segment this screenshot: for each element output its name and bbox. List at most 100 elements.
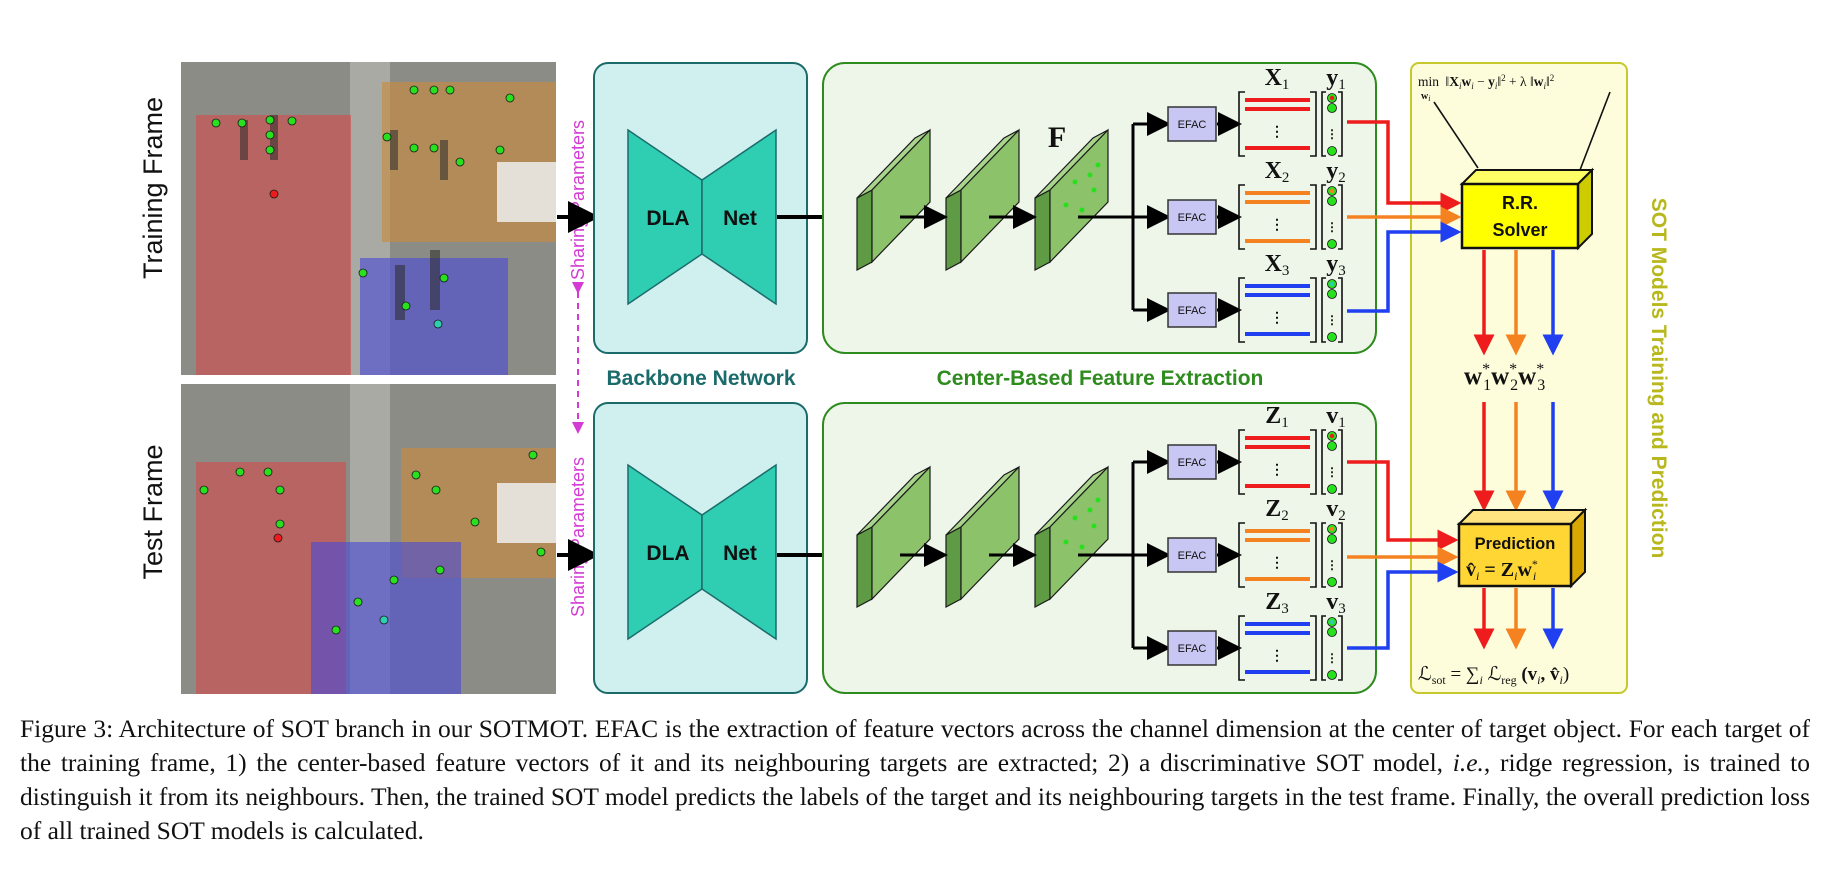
branch-lines-train [1078,112,1171,322]
matrix-bracket-right [1310,277,1317,343]
caption-suffix: , ridge regression, is trained to distin… [20,748,1810,845]
matrix-name: Z3 [1265,589,1289,617]
label-dot-center [1329,526,1335,532]
dla-label-test: DLA [646,542,689,565]
matrix-bracket-right [1310,429,1317,495]
matrix-ellipsis: ⋮ [1270,218,1284,233]
efac-box [1167,537,1217,573]
backbone-test: DLA Net [593,402,808,694]
label-ellipsis: ⋮ [1326,313,1338,327]
efac-label: EFAC [1178,119,1207,131]
label-vector-name: v1 [1326,403,1346,431]
label-bracket-left [1321,522,1326,588]
label-dot [1327,441,1337,451]
label-dot [1327,627,1337,637]
dla-label-train: DLA [646,207,689,230]
label-vector-name: y2 [1326,158,1346,186]
objective-pointer-right [1579,91,1611,171]
label-dot [1327,146,1337,156]
figure-caption: Figure 3: Architecture of SOT branch in … [20,712,1810,848]
label-bracket-left [1321,184,1326,250]
matrix-bracket-left [1238,429,1245,495]
objective-pointer-left [1433,101,1479,169]
label-bracket-right [1338,615,1343,681]
train-blue-to-solver [1347,221,1462,313]
label-dot-center [1329,188,1335,194]
net-label-train: Net [723,207,757,230]
label-bracket-right [1338,91,1343,157]
label-bracket-left [1321,277,1326,343]
rr-objective: min ‖Xiwi − yi‖2 + λ ‖wi‖2 [1418,73,1554,91]
label-ellipsis: ⋮ [1326,465,1338,479]
backbone-network-label: Backbone Network [606,367,795,390]
efac-box [1167,106,1217,142]
sot-panel-title: SOT Models Training and Prediction [1647,198,1670,559]
efac-label: EFAC [1178,643,1207,655]
label-dot-center [1329,95,1335,101]
efac-box [1167,199,1217,235]
caption-ie: i.e. [1452,748,1484,777]
matrix-bracket-right [1310,184,1317,250]
sharing-parameters: Sharing Parameters Sharing Parameters [568,120,588,617]
label-bracket-right [1338,429,1343,495]
matrix-ellipsis: ⋮ [1270,125,1284,140]
train-red-to-solver [1347,120,1462,214]
label-dot [1327,534,1337,544]
matrix-ellipsis: ⋮ [1270,311,1284,326]
feature-map-label: F [1048,121,1066,154]
matrix-bracket-right [1310,91,1317,157]
efac-box [1167,630,1217,666]
label-bracket-left [1321,615,1326,681]
weights-label: w*1w*2w*3 [1464,361,1545,394]
label-vector-name: v2 [1326,496,1346,524]
matrix-bracket-left [1238,522,1245,588]
rr-solver-line1: R.R. [1502,193,1538,213]
matrix-ellipsis: ⋮ [1270,463,1284,478]
feature-blocks-train: F [856,121,1109,271]
label-ellipsis: ⋮ [1326,651,1338,665]
prediction-box: Prediction v̂i = Ziw*i [1456,507,1588,589]
matrix-name: X2 [1265,158,1290,186]
matrix-bracket-right [1310,615,1317,681]
label-ellipsis: ⋮ [1326,127,1338,141]
label-bracket-right [1338,522,1343,588]
training-frame-image [181,62,556,375]
matrix-bracket-left [1238,184,1245,250]
label-ellipsis: ⋮ [1326,558,1338,572]
feature-extraction-label: Center-Based Feature Extraction [937,367,1264,390]
label-dot [1327,577,1337,587]
label-bracket-left [1321,91,1326,157]
caption-prefix: Figure 3: Architecture of SOT branch in … [20,714,1810,777]
feature-blocks-test [856,465,1109,608]
label-vector-name: v3 [1326,589,1346,617]
efac-label: EFAC [1178,550,1207,562]
test-blue-to-pred [1347,561,1459,650]
label-vector-name: y1 [1326,65,1346,93]
label-bracket-right [1338,277,1343,343]
efac-label: EFAC [1178,212,1207,224]
rr-objective-sub: wi [1421,91,1430,103]
label-bracket-left [1321,429,1326,495]
efac-label: EFAC [1178,305,1207,317]
label-dot [1327,196,1337,206]
matrix-name: X1 [1265,65,1290,93]
branch-lines-test [1078,450,1171,660]
label-dot-center [1329,433,1335,439]
label-dot [1327,332,1337,342]
label-dot [1327,289,1337,299]
efac-box [1167,444,1217,480]
architecture-diagram: Training Frame Test Frame [138,62,1670,694]
train-branch-1: EFAC ⋮ ⋮ X1 y1 [1167,65,1346,157]
efac-box [1167,292,1217,328]
loss-formula: ℒsot = ∑i ℒreg (vi, v̂i) [1418,664,1569,687]
rr-solver-box: R.R. Solver [1459,167,1595,251]
training-frame-label: Training Frame [138,97,168,279]
label-ellipsis: ⋮ [1326,220,1338,234]
